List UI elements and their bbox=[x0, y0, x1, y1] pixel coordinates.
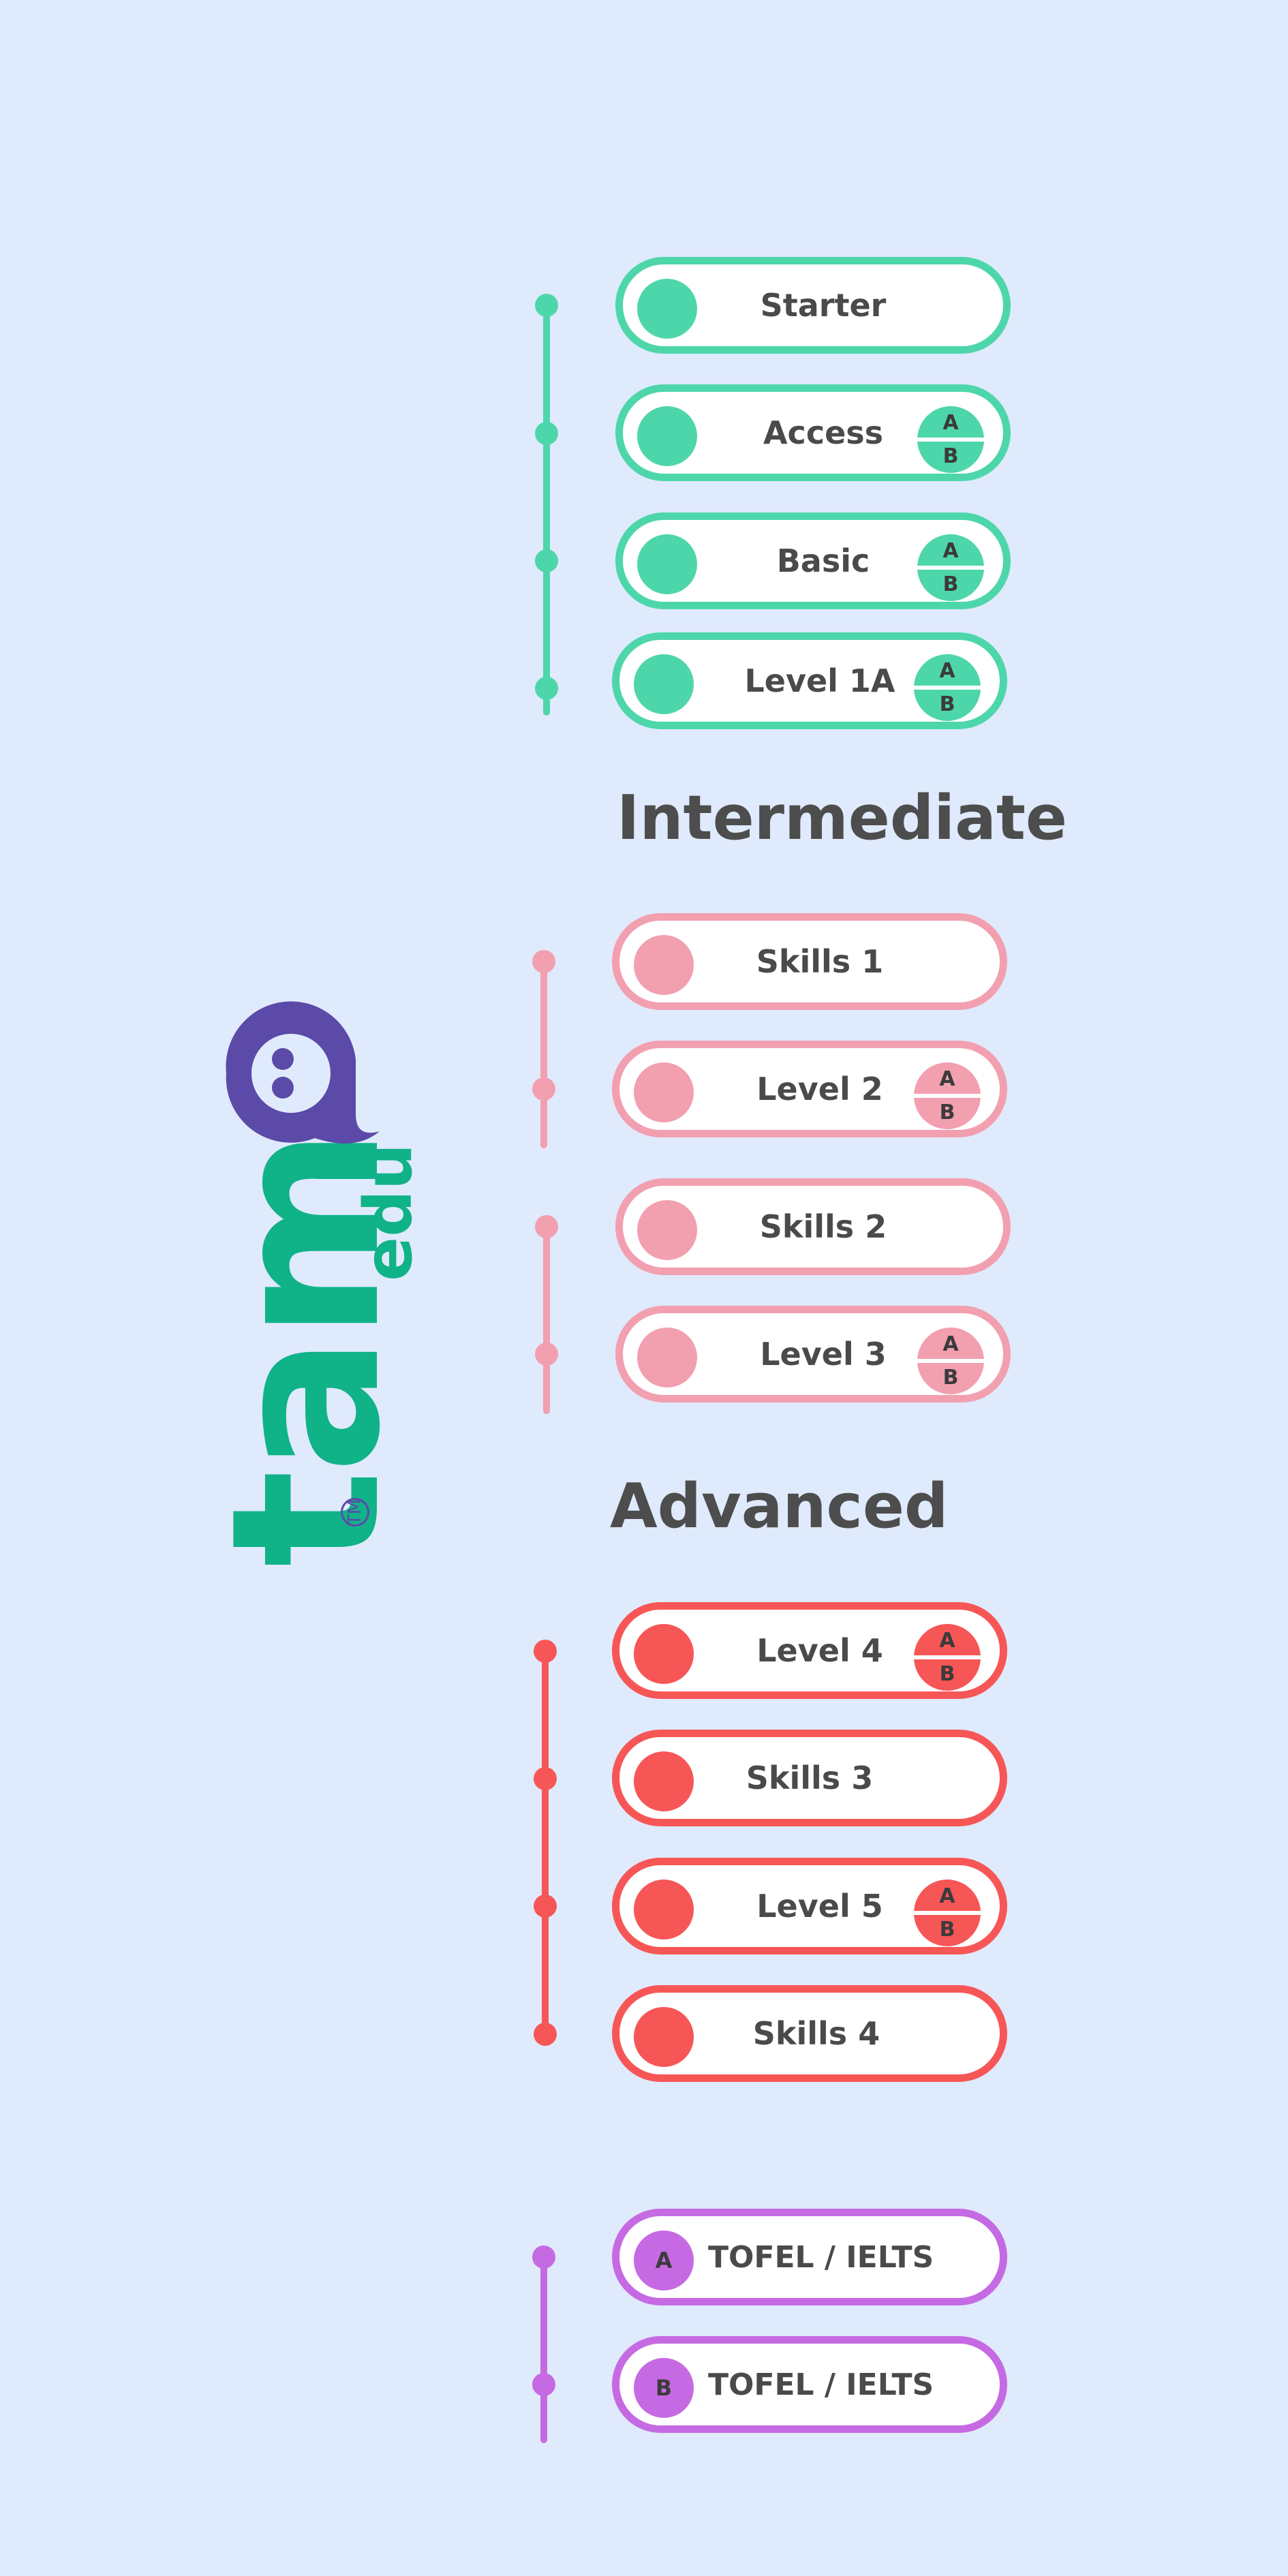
badge-a: A bbox=[942, 1332, 959, 1356]
level-circle bbox=[634, 1751, 694, 1811]
level-circle bbox=[634, 935, 694, 995]
exam-letter-circle: B bbox=[634, 2358, 694, 2418]
level-pill-starter[interactable]: Starter bbox=[615, 257, 1011, 354]
advanced-timeline-dot bbox=[534, 1895, 557, 1918]
badge-divider bbox=[914, 686, 981, 690]
badge-a: A bbox=[939, 1884, 955, 1908]
badge-a: A bbox=[942, 539, 959, 563]
level-circle bbox=[634, 1624, 694, 1684]
level-circle bbox=[637, 1200, 697, 1260]
beginner-timeline-dot bbox=[535, 549, 558, 572]
level-pill-level-5[interactable]: Level 5 A B bbox=[612, 1858, 1007, 1954]
intermediate-timeline-dot bbox=[535, 1215, 558, 1238]
level-label: Level 4 bbox=[756, 1632, 883, 1669]
level-pill-skills-1[interactable]: Skills 1 bbox=[612, 913, 1007, 1010]
level-label: Starter bbox=[760, 287, 887, 324]
exam-letter-circle: A bbox=[634, 2230, 694, 2290]
level-pill-skills-3[interactable]: Skills 3 bbox=[612, 1730, 1007, 1826]
level-label: Basic bbox=[776, 542, 870, 579]
level-pill-skills-2[interactable]: Skills 2 bbox=[615, 1178, 1011, 1275]
badge-b: B bbox=[939, 1101, 955, 1124]
badge-divider bbox=[914, 1094, 981, 1098]
ab-badge-icon[interactable]: A B bbox=[914, 654, 981, 721]
level-label: Skills 2 bbox=[759, 1208, 887, 1245]
level-circle bbox=[634, 1062, 694, 1122]
intermediate-timeline-line bbox=[540, 961, 547, 1148]
advanced-timeline-dot bbox=[534, 1767, 557, 1790]
intermediate-timeline-dot bbox=[535, 1343, 558, 1366]
ab-badge-icon[interactable]: A B bbox=[917, 534, 984, 601]
badge-divider bbox=[917, 566, 984, 570]
ab-badge-icon[interactable]: A B bbox=[914, 1624, 981, 1691]
badge-divider bbox=[917, 1359, 984, 1363]
ab-badge-icon[interactable]: A B bbox=[914, 1880, 981, 1946]
level-circle bbox=[637, 1328, 697, 1387]
intermediate-timeline-dot bbox=[532, 950, 555, 973]
intermediate-timeline-line bbox=[543, 1227, 550, 1414]
badge-b: B bbox=[939, 1662, 955, 1686]
level-pill-level-1a[interactable]: Level 1A A B bbox=[612, 632, 1007, 729]
exam-timeline-dot bbox=[532, 2245, 555, 2269]
level-label: Skills 4 bbox=[752, 2015, 880, 2052]
section-title-advanced: Advanced bbox=[610, 1471, 949, 1542]
badge-b: B bbox=[942, 572, 959, 596]
ab-badge-icon[interactable]: A B bbox=[917, 406, 984, 473]
section-title-intermediate: Intermediate bbox=[617, 782, 1067, 854]
beginner-timeline-line bbox=[543, 303, 550, 716]
beginner-timeline-dot bbox=[535, 294, 558, 317]
badge-divider bbox=[914, 1655, 981, 1659]
level-pill-level-3[interactable]: Level 3 A B bbox=[615, 1306, 1011, 1402]
badge-b: B bbox=[942, 444, 959, 468]
level-circle bbox=[634, 2007, 694, 2067]
level-pill-basic[interactable]: Basic A B bbox=[615, 512, 1011, 609]
badge-b: B bbox=[939, 692, 955, 716]
advanced-timeline-dot bbox=[534, 1640, 557, 1663]
ab-badge-icon[interactable]: A B bbox=[914, 1062, 981, 1129]
badge-a: A bbox=[939, 1629, 955, 1653]
level-label: Skills 3 bbox=[746, 1760, 874, 1796]
logo-speech-bubble-icon bbox=[226, 1001, 380, 1144]
level-label: Level 3 bbox=[760, 1336, 887, 1373]
beginner-timeline-dot bbox=[535, 677, 558, 700]
level-circle bbox=[634, 1880, 694, 1939]
level-label: Level 2 bbox=[756, 1071, 883, 1107]
advanced-timeline-dot bbox=[534, 2023, 557, 2046]
badge-divider bbox=[914, 1911, 981, 1915]
beginner-timeline-dot bbox=[535, 422, 558, 445]
exam-pill-a[interactable]: A TOFEL / IELTS bbox=[612, 2209, 1007, 2305]
badge-a: A bbox=[942, 411, 959, 435]
level-circle bbox=[637, 406, 697, 466]
level-pill-access[interactable]: Access A B bbox=[615, 384, 1011, 481]
badge-b: B bbox=[939, 1918, 955, 1942]
exam-pill-b[interactable]: B TOFEL / IELTS bbox=[612, 2336, 1007, 2433]
level-label: Level 5 bbox=[756, 1888, 883, 1925]
badge-b: B bbox=[942, 1366, 959, 1390]
exam-label: TOFEL / IELTS bbox=[708, 2239, 934, 2275]
level-label: Skills 1 bbox=[756, 943, 884, 980]
level-circle bbox=[637, 534, 697, 594]
level-label: Level 1A bbox=[744, 662, 895, 699]
level-pill-level-2[interactable]: Level 2 A B bbox=[612, 1041, 1007, 1137]
badge-divider bbox=[917, 438, 984, 442]
intermediate-timeline-dot bbox=[532, 1077, 555, 1101]
trademark-icon: TM bbox=[341, 1498, 369, 1527]
badge-a: A bbox=[939, 659, 955, 683]
exam-timeline-line bbox=[540, 2256, 547, 2443]
exam-timeline-dot bbox=[532, 2373, 555, 2396]
level-circle bbox=[637, 279, 697, 339]
ab-badge-icon[interactable]: A B bbox=[917, 1328, 984, 1394]
level-pill-skills-4[interactable]: Skills 4 bbox=[612, 1985, 1007, 2082]
advanced-timeline-line bbox=[542, 1649, 549, 2034]
badge-a: A bbox=[939, 1067, 955, 1091]
level-pill-level-4[interactable]: Level 4 A B bbox=[612, 1602, 1007, 1699]
level-label: Access bbox=[763, 414, 884, 451]
level-circle bbox=[634, 654, 694, 714]
exam-label: TOFEL / IELTS bbox=[708, 2367, 934, 2402]
logo-edu-text: edu bbox=[350, 1143, 427, 1281]
